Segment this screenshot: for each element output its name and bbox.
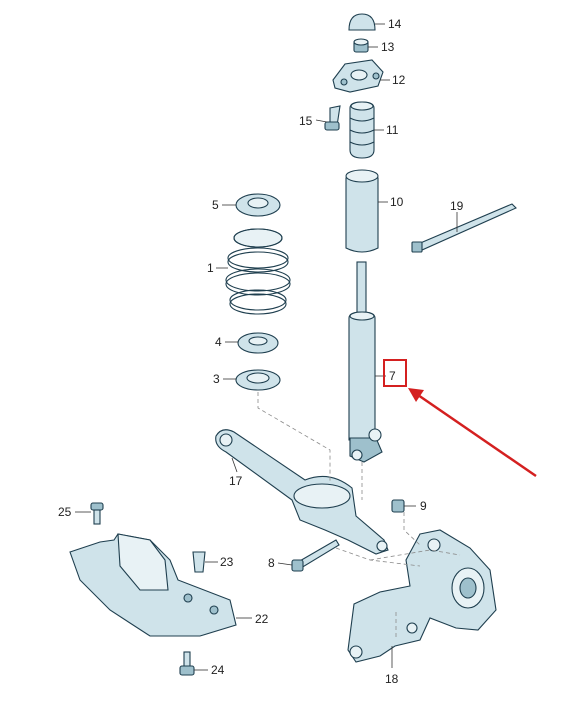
- callout-12[interactable]: 12: [392, 73, 406, 87]
- part-24-bolt[interactable]: [179, 651, 195, 676]
- callout-labels: 14 13 12 15 11 10 19 5 1 4 3 7 17 9 25 2…: [58, 17, 464, 686]
- part-19-cable-tie[interactable]: [411, 203, 517, 253]
- callout-1[interactable]: 1: [207, 261, 214, 275]
- part-7-highlight: [383, 359, 537, 478]
- arrow-head-icon: [408, 388, 424, 402]
- part-10-dust-boot[interactable]: [345, 169, 379, 253]
- callout-15[interactable]: 15: [299, 114, 313, 128]
- callout-18[interactable]: 18: [385, 672, 399, 686]
- part-17-control-arm[interactable]: [215, 429, 389, 555]
- callout-5[interactable]: 5: [212, 198, 219, 212]
- part-13-nut[interactable]: [353, 38, 369, 53]
- part-15-bolt[interactable]: [324, 105, 341, 131]
- part-5-upper-seat[interactable]: [235, 193, 281, 217]
- callout-13[interactable]: 13: [381, 40, 395, 54]
- part-11-bump-stop[interactable]: [349, 101, 375, 159]
- leader-lines: [75, 23, 458, 671]
- callout-7[interactable]: 7: [389, 369, 396, 383]
- part-1-coil-spring[interactable]: [225, 228, 291, 315]
- part-22-shield[interactable]: [69, 533, 237, 637]
- assembly-guide-lines: [257, 392, 461, 640]
- part-4-lower-seat[interactable]: [237, 332, 279, 354]
- part-12-top-mount[interactable]: [332, 59, 384, 93]
- part-18-wheel-knuckle[interactable]: [347, 529, 497, 663]
- part-3-spring-pad[interactable]: [235, 369, 281, 391]
- callout-25[interactable]: 25: [58, 505, 72, 519]
- callout-14[interactable]: 14: [388, 17, 402, 31]
- part-23-clip[interactable]: [192, 551, 206, 573]
- callout-8[interactable]: 8: [268, 556, 275, 570]
- part-9-nut[interactable]: [391, 499, 405, 513]
- callout-22[interactable]: 22: [255, 612, 269, 626]
- part-7-shock-absorber[interactable]: [348, 261, 383, 463]
- callout-23[interactable]: 23: [220, 555, 234, 569]
- callout-11[interactable]: 11: [386, 123, 399, 137]
- part-14-cap[interactable]: [348, 13, 376, 31]
- callout-24[interactable]: 24: [211, 663, 225, 677]
- callout-3[interactable]: 3: [213, 372, 220, 386]
- callout-9[interactable]: 9: [420, 499, 427, 513]
- callout-4[interactable]: 4: [215, 335, 222, 349]
- part-25-screw[interactable]: [90, 502, 104, 525]
- callout-10[interactable]: 10: [390, 195, 404, 209]
- callout-17[interactable]: 17: [229, 474, 243, 488]
- callout-19[interactable]: 19: [450, 199, 464, 213]
- part-8-bolt[interactable]: [291, 539, 340, 572]
